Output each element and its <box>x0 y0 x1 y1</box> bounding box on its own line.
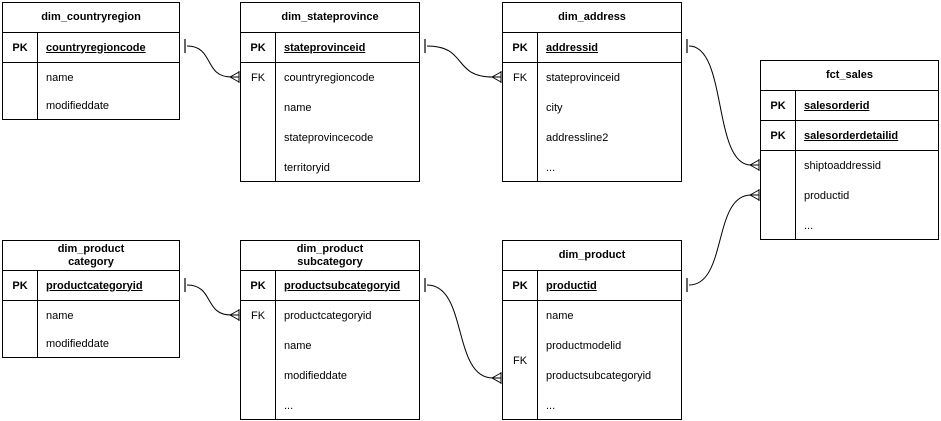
attribute-name: modifieddate <box>284 370 347 382</box>
relationship-line <box>426 284 494 379</box>
attribute-name: addressline2 <box>546 132 609 144</box>
attribute-name: modifieddate <box>46 100 109 112</box>
attribute-name: salesorderid <box>804 99 870 112</box>
attribute-name: addressid <box>546 41 598 54</box>
attribute-row[interactable]: PK productcategoryid <box>3 271 179 301</box>
attribute-body-block: FK stateprovinceid city addressline2... <box>503 63 681 182</box>
attribute-name: name <box>284 340 312 352</box>
attribute-name: ... <box>284 399 294 412</box>
crowsfoot-prong <box>229 314 240 321</box>
attribute-name: stateprovinceid <box>284 41 366 54</box>
attribute-name: modifieddate <box>46 338 109 350</box>
attribute-name: productmodelid <box>546 340 622 352</box>
crowsfoot-prong <box>749 159 760 166</box>
attribute-name: productcategoryid <box>46 279 143 292</box>
attribute-name: name <box>46 309 74 322</box>
entity-title: dim_product category <box>3 241 179 271</box>
attribute-row[interactable]: PK countryregioncode <box>3 33 179 63</box>
attribute-body-block: FK name productmodelid productsubcategoryid… <box>503 301 681 420</box>
attribute-name: name <box>546 310 574 322</box>
crowsfoot-prong <box>491 76 502 83</box>
attribute-key-badge: PK <box>761 121 796 150</box>
relationship-line <box>688 45 752 166</box>
attribute-name: productid <box>804 190 850 202</box>
entity-title: dim_address <box>503 3 681 33</box>
entity-title: dim_product subcategory <box>241 241 419 271</box>
attribute-body-block: shiptoaddressid productid... <box>761 151 938 240</box>
attribute-row[interactable]: PK stateprovinceid <box>241 33 419 63</box>
attribute-key-badge <box>761 151 796 240</box>
crowsfoot-prong <box>229 76 240 83</box>
attribute-name: productcategoryid <box>284 310 372 322</box>
attribute-name: city <box>546 102 563 114</box>
attribute-name: productsubcategoryid <box>546 370 652 382</box>
attribute-row[interactable]: PK productid <box>503 271 681 301</box>
attribute-name: stateprovincecode <box>284 132 374 144</box>
attribute-name: name <box>284 102 312 114</box>
attribute-name: countryregioncode <box>284 72 375 84</box>
relationship-rel-subcategory-product[interactable] <box>424 278 502 384</box>
attribute-key-badge: FK <box>241 301 276 420</box>
relationship-rel-address-fctsales[interactable] <box>686 39 760 171</box>
relationship-rel-productcategory-subcategory[interactable] <box>184 278 240 321</box>
entity-title: dim_product <box>503 241 681 271</box>
attribute-key-badge <box>3 63 38 120</box>
attribute-row[interactable]: PK addressid <box>503 33 681 63</box>
attribute-body-block: FK countryregioncode name stateprovincecode… <box>241 63 419 182</box>
attribute-body-block: FK productcategoryid name modifieddate... <box>241 301 419 420</box>
relationship-rel-product-fctsales[interactable] <box>686 189 760 292</box>
crowsfoot-prong <box>491 71 502 78</box>
crowsfoot-prong <box>749 189 760 196</box>
attribute-body-block: name modifieddate <box>3 301 179 358</box>
crowsfoot-prong <box>229 309 240 316</box>
relationship-line <box>688 194 752 286</box>
attribute-name: salesorderdetailid <box>804 129 899 142</box>
crowsfoot-prong <box>749 194 760 201</box>
attribute-name: name <box>46 71 74 84</box>
relationship-rel-countryregion-stateprovince[interactable] <box>184 39 240 83</box>
entity-title: dim_countryregion <box>3 3 179 33</box>
attribute-key-badge: PK <box>3 271 38 300</box>
relationship-line <box>186 284 232 316</box>
attribute-row[interactable]: PK productsubcategoryid <box>241 271 419 301</box>
attribute-key-badge: PK <box>761 91 796 120</box>
crowsfoot-prong <box>229 71 240 78</box>
attribute-key-badge: PK <box>241 33 276 62</box>
attribute-name: countryregioncode <box>46 41 146 54</box>
relationship-line <box>186 45 232 78</box>
attribute-name: shiptoaddressid <box>804 160 882 172</box>
relationship-line <box>426 45 494 78</box>
attribute-name: ... <box>546 161 556 174</box>
attribute-row[interactable]: PK salesorderid <box>761 91 938 121</box>
attribute-name: productsubcategoryid <box>284 279 401 292</box>
attribute-name: stateprovinceid <box>546 72 620 84</box>
entity-title: dim_stateprovince <box>241 3 419 33</box>
attribute-name: ... <box>546 399 556 412</box>
attribute-key-badge: PK <box>503 33 538 62</box>
attribute-key-badge: FK <box>503 301 538 420</box>
crowsfoot-prong <box>491 377 502 384</box>
attribute-body-block: name modifieddate <box>3 63 179 120</box>
attribute-name: productid <box>546 279 597 292</box>
attribute-key-badge: FK <box>503 63 538 182</box>
crowsfoot-prong <box>749 164 760 171</box>
attribute-key-badge: PK <box>241 271 276 300</box>
attribute-key-badge <box>3 301 38 358</box>
relationship-rel-stateprovince-address[interactable] <box>424 39 502 83</box>
attribute-name: ... <box>804 219 814 232</box>
attribute-row[interactable]: PK salesorderdetailid <box>761 121 938 151</box>
attribute-key-badge: FK <box>241 63 276 182</box>
crowsfoot-prong <box>491 372 502 379</box>
entity-title: fct_sales <box>761 61 938 91</box>
attribute-key-badge: PK <box>3 33 38 62</box>
attribute-key-badge: PK <box>503 271 538 300</box>
attribute-name: territoryid <box>284 161 330 174</box>
